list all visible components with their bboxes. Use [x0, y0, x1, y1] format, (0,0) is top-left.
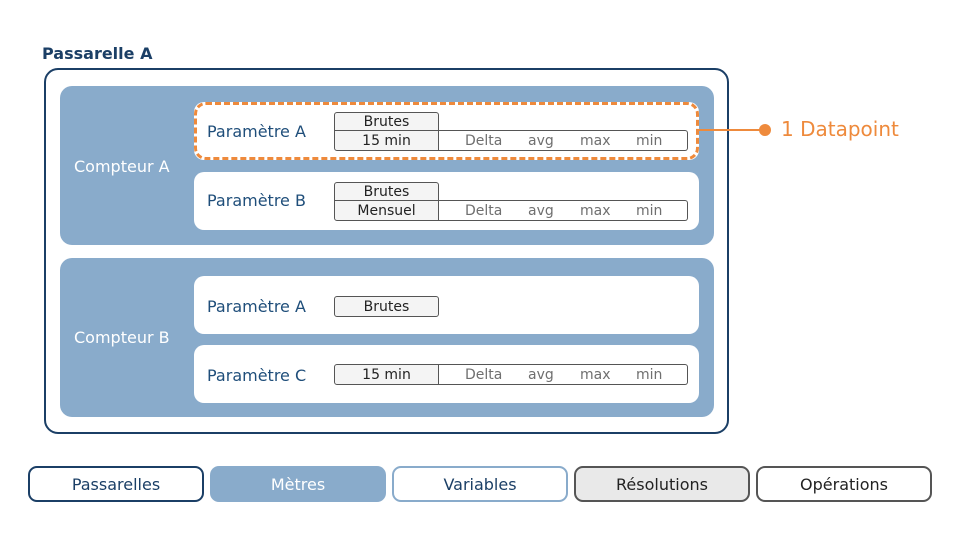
- operation-delta: Delta: [465, 203, 503, 219]
- tab-operations[interactable]: Opérations: [756, 466, 932, 502]
- operation-avg: avg: [528, 203, 554, 219]
- gateway-title: Passarelle A: [42, 44, 153, 63]
- datapoint-connector: [699, 129, 762, 131]
- meter-a-param-a-label: Paramètre A: [207, 122, 306, 141]
- operation-min: min: [636, 367, 663, 383]
- meter-b-label: Compteur B: [74, 328, 170, 347]
- operation-avg: avg: [528, 133, 554, 149]
- resolution-cell-brutes: Brutes: [334, 296, 439, 317]
- operations-box: [439, 200, 688, 221]
- gateway-container: [44, 68, 729, 434]
- resolution-cell-15min: 15 min: [334, 364, 439, 385]
- operation-max: max: [580, 203, 611, 219]
- tab-variables[interactable]: Variables: [392, 466, 568, 502]
- meter-b-param-a-card: [194, 276, 699, 334]
- operation-min: min: [636, 203, 663, 219]
- tab-passarelles[interactable]: Passarelles: [28, 466, 204, 502]
- datapoint-label: 1 Datapoint: [781, 117, 899, 141]
- resolution-cell-brutes: Brutes: [334, 182, 439, 201]
- meter-a-param-b-label: Paramètre B: [207, 191, 306, 210]
- operation-max: max: [580, 133, 611, 149]
- meter-b-param-c-label: Paramètre C: [207, 366, 307, 385]
- tab-resolutions[interactable]: Résolutions: [574, 466, 750, 502]
- operations-box: [439, 364, 688, 385]
- tab-metres[interactable]: Mètres: [210, 466, 386, 502]
- resolution-cell-15min: 15 min: [334, 130, 439, 151]
- resolution-cell-brutes: Brutes: [334, 112, 439, 131]
- operation-min: min: [636, 133, 663, 149]
- operations-box: [439, 130, 688, 151]
- meter-b-param-a-label: Paramètre A: [207, 297, 306, 316]
- operation-max: max: [580, 367, 611, 383]
- datapoint-highlight: [194, 102, 699, 160]
- operation-delta: Delta: [465, 367, 503, 383]
- datapoint-dot-icon: [759, 124, 771, 136]
- operation-avg: avg: [528, 367, 554, 383]
- meter-a-label: Compteur A: [74, 157, 170, 176]
- operation-delta: Delta: [465, 133, 503, 149]
- resolution-cell-mensuel: Mensuel: [334, 200, 439, 221]
- meter-b-param-c-card: [194, 345, 699, 403]
